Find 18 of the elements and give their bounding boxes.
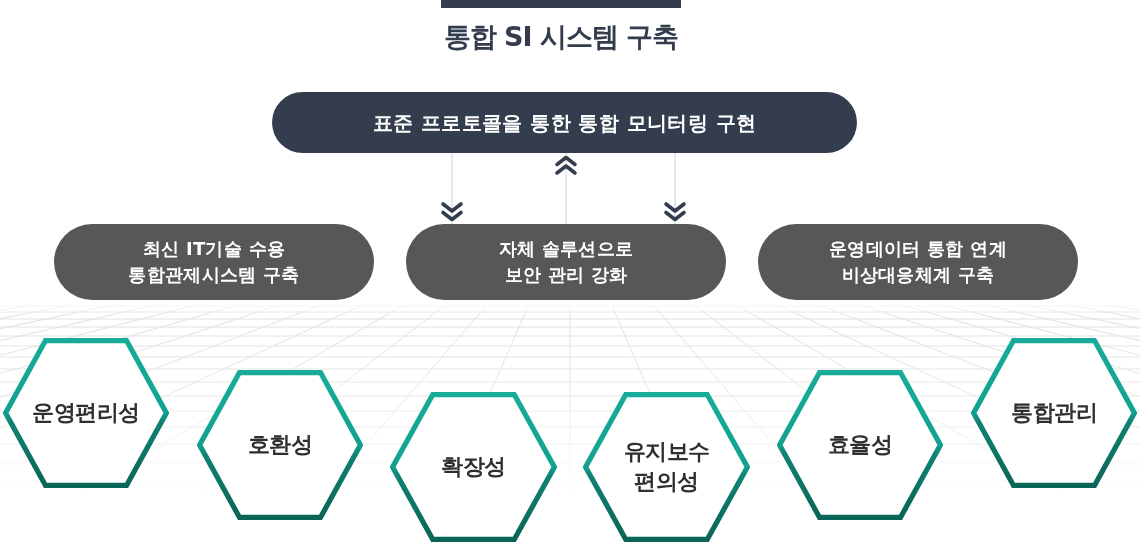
banner-panel	[272, 92, 857, 153]
node-label: 통합관리	[1010, 399, 1098, 428]
node-label: 확장성	[440, 453, 507, 482]
node-label: 자체 솔루션으로 보안 관리 강화	[497, 237, 635, 287]
hexagon-node	[777, 370, 943, 520]
node-label: 효율성	[826, 431, 894, 460]
node-label: 표준 프로토콜을 통한 통합 모니터링 구현	[371, 110, 758, 135]
node-label: 최신 IT기술 수용 통합관제시스템 구축	[127, 237, 301, 287]
node-label: 운영데이터 통합 연계 비상대응체계 구축	[828, 237, 1008, 287]
hexagon-node	[390, 392, 557, 542]
title: 통합 SI 시스템 구축	[442, 20, 680, 54]
hexagon-node	[197, 370, 363, 520]
node-label: 호환성	[246, 431, 314, 460]
node-label: 운영편리성	[31, 399, 141, 428]
hexagon-node	[3, 338, 169, 488]
hexagon-node	[583, 392, 750, 542]
hexagon-node	[971, 338, 1137, 488]
node-label: 유지보수 편의성	[622, 438, 711, 496]
